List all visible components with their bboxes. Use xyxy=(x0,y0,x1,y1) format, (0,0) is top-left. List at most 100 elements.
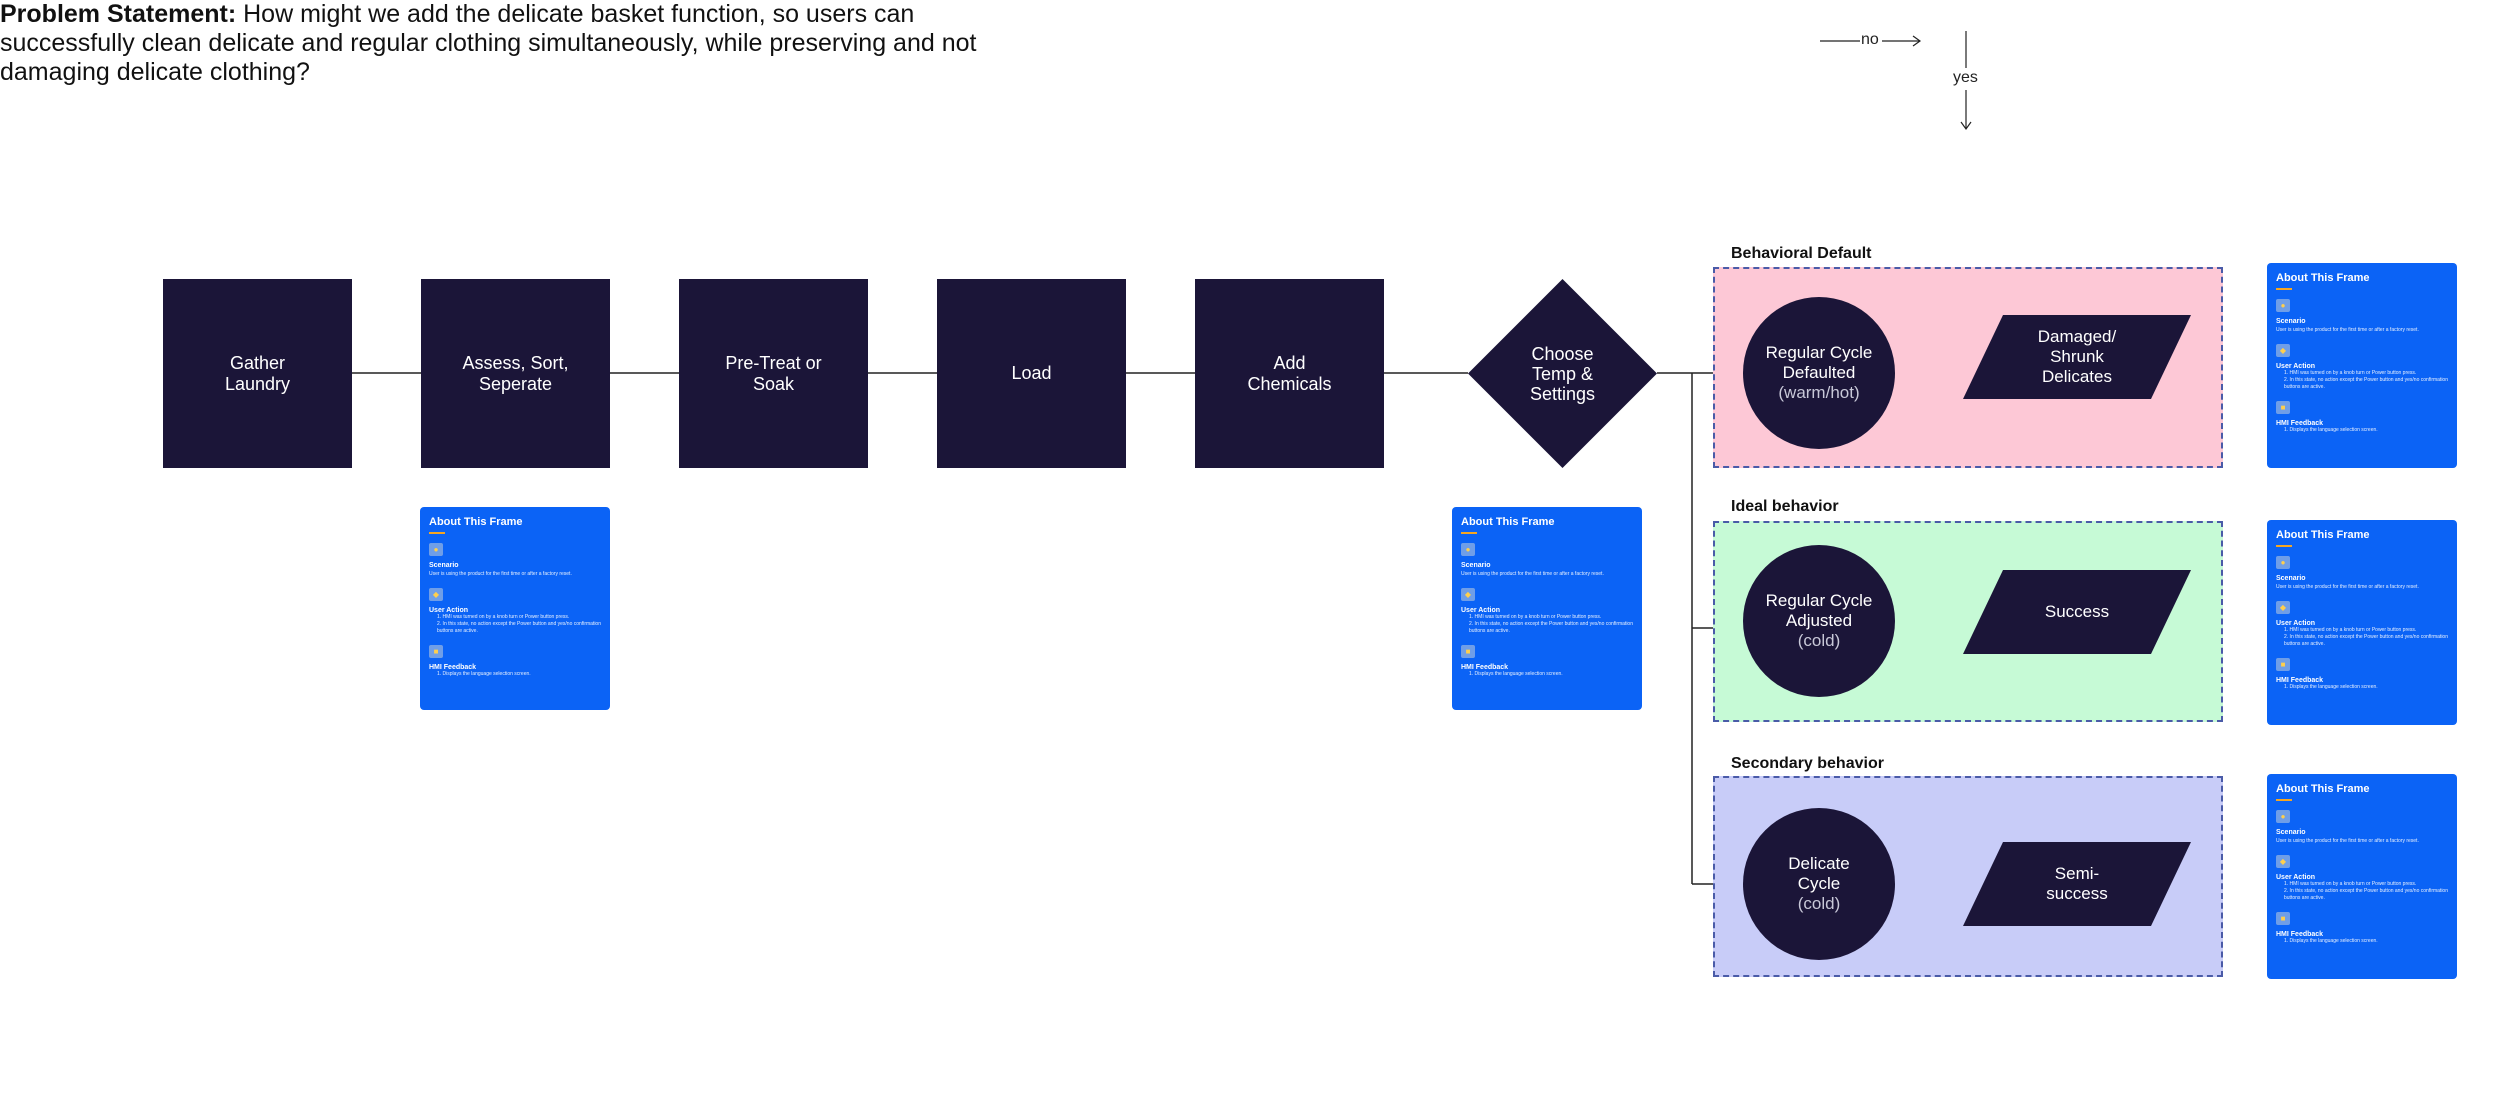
card-scenario-text: User is using the product for the first … xyxy=(1461,571,1604,577)
monitor-icon: ■ xyxy=(2276,912,2290,925)
about-frame-card[interactable]: About This Frame ● Scenario User is usin… xyxy=(420,507,610,710)
node-label-line: Defaulted xyxy=(1782,363,1856,382)
card-action-heading: User Action xyxy=(2276,620,2316,627)
card-action-heading: User Action xyxy=(429,607,469,614)
card-title: About This Frame xyxy=(2276,272,2370,284)
card-feedback-item: 1. Displays the language selection scree… xyxy=(2284,427,2378,433)
card-feedback-item: 1. Displays the language selection scree… xyxy=(1469,671,1563,677)
monitor-icon: ■ xyxy=(1461,645,1475,658)
node-label-line: Regular Cycle xyxy=(1765,343,1873,362)
node-label-line: Regular Cycle xyxy=(1765,591,1873,610)
node-sublabel: (cold) xyxy=(1797,631,1841,650)
card-scenario-text: User is using the product for the first … xyxy=(429,571,572,577)
card-action-item: 1. HMI was turned on by a knob turn or P… xyxy=(2284,881,2417,887)
outcome-semi-success-shape[interactable] xyxy=(1963,842,2191,926)
card-divider xyxy=(1461,532,1477,534)
card-title: About This Frame xyxy=(2276,783,2370,795)
card-action-item: 2. In this state, no action except the P… xyxy=(2284,634,2448,647)
about-frame-card[interactable]: About This Frame ● Scenario User is usin… xyxy=(2267,774,2457,979)
step-add-chemicals[interactable]: Add Chemicals xyxy=(1195,279,1384,468)
card-feedback-item: 1. Displays the language selection scree… xyxy=(2284,938,2378,944)
card-scenario-text: User is using the product for the first … xyxy=(2276,838,2419,844)
node-label-line: Adjusted xyxy=(1785,611,1853,630)
card-title: About This Frame xyxy=(2276,529,2370,541)
card-action-heading: User Action xyxy=(1461,607,1501,614)
card-title: About This Frame xyxy=(1461,516,1555,528)
hand-pointer-icon: ◆ xyxy=(2276,855,2290,868)
hand-pointer-icon: ◆ xyxy=(2276,344,2290,357)
monitor-icon: ■ xyxy=(2276,658,2290,671)
legend-yes-label: yes xyxy=(1953,69,1978,86)
card-action-item: 1. HMI was turned on by a knob turn or P… xyxy=(2284,370,2417,376)
card-action-item: 2. In this state, no action except the P… xyxy=(437,621,601,634)
card-scenario-heading: Scenario xyxy=(2276,318,2306,325)
problem-statement-text: How might we add the delicate basket fun… xyxy=(0,0,977,86)
lightbulb-icon: ● xyxy=(1461,543,1475,556)
step-assess-sort-separate[interactable]: Assess, Sort, Seperate xyxy=(421,279,610,468)
node-regular-cycle-defaulted[interactable]: Regular Cycle Defaulted (warm/hot) xyxy=(1743,297,1895,449)
about-frame-card[interactable]: About This Frame ● Scenario User is usin… xyxy=(1452,507,1642,710)
card-feedback-heading: HMI Feedback xyxy=(2276,420,2324,427)
decision-label: Choose Temp & Settings xyxy=(1529,343,1596,404)
hand-pointer-icon: ◆ xyxy=(429,588,443,601)
step-pre-treat-or-soak[interactable]: Pre-Treat or Soak xyxy=(679,279,868,468)
about-frame-card[interactable]: About This Frame ● Scenario User is usin… xyxy=(2267,520,2457,725)
lane-title-behavioral-default: Behavioral Default xyxy=(1731,245,1872,262)
card-action-item: 1. HMI was turned on by a knob turn or P… xyxy=(2284,627,2417,633)
node-delicate-cycle[interactable]: Delicate Cycle (cold) xyxy=(1743,808,1895,960)
decision-diamond[interactable] xyxy=(1468,279,1657,468)
card-feedback-item: 1. Displays the language selection scree… xyxy=(437,671,531,677)
card-action-heading: User Action xyxy=(2276,363,2316,370)
outcome-semi-success-label: Semi- success xyxy=(2046,864,2108,903)
card-scenario-text: User is using the product for the first … xyxy=(2276,584,2419,590)
card-divider xyxy=(429,532,445,534)
hand-pointer-icon: ◆ xyxy=(1461,588,1475,601)
card-action-heading: User Action xyxy=(2276,874,2316,881)
node-regular-cycle-adjusted[interactable]: Regular Cycle Adjusted (cold) xyxy=(1743,545,1895,697)
step-label: Load xyxy=(1011,363,1052,383)
card-divider xyxy=(2276,288,2292,290)
card-divider xyxy=(2276,545,2292,547)
legend-no-label: no xyxy=(1861,31,1879,48)
lane-title-secondary-behavior: Secondary behavior xyxy=(1731,755,1884,772)
outcome-success-label: Success xyxy=(2044,602,2110,621)
lightbulb-icon: ● xyxy=(2276,810,2290,823)
step-label: Add Chemicals xyxy=(1247,352,1332,394)
card-action-item: 2. In this state, no action except the P… xyxy=(1469,621,1633,634)
card-feedback-heading: HMI Feedback xyxy=(2276,931,2324,938)
card-scenario-heading: Scenario xyxy=(429,562,459,569)
card-action-item: 2. In this state, no action except the P… xyxy=(2284,377,2448,390)
problem-statement-label: Problem Statement: xyxy=(0,0,237,28)
monitor-icon: ■ xyxy=(2276,401,2290,414)
hand-pointer-icon: ◆ xyxy=(2276,601,2290,614)
lightbulb-icon: ● xyxy=(2276,556,2290,569)
step-load[interactable]: Load xyxy=(937,279,1126,468)
card-title: About This Frame xyxy=(429,516,523,528)
card-scenario-heading: Scenario xyxy=(1461,562,1491,569)
node-label-line: Cycle xyxy=(1797,874,1841,893)
lane-title-ideal-behavior: Ideal behavior xyxy=(1731,498,1839,515)
card-feedback-item: 1. Displays the language selection scree… xyxy=(2284,684,2378,690)
card-action-item: 2. In this state, no action except the P… xyxy=(2284,888,2448,901)
card-feedback-heading: HMI Feedback xyxy=(2276,677,2324,684)
node-label-line: Delicate xyxy=(1788,854,1850,873)
step-label: Pre-Treat or Soak xyxy=(725,352,822,394)
problem-statement: Problem Statement: How might we add the … xyxy=(0,0,980,87)
legend-arrows xyxy=(1820,31,1972,131)
card-feedback-heading: HMI Feedback xyxy=(1461,664,1509,671)
card-divider xyxy=(2276,799,2292,801)
card-action-item: 1. HMI was turned on by a knob turn or P… xyxy=(1469,614,1602,620)
card-scenario-heading: Scenario xyxy=(2276,829,2306,836)
step-label: Gather Laundry xyxy=(224,352,291,394)
about-frame-card[interactable]: About This Frame ● Scenario User is usin… xyxy=(2267,263,2457,468)
outcome-success-shape[interactable] xyxy=(1963,570,2191,654)
outcome-damaged-shape[interactable] xyxy=(1963,315,2191,399)
node-sublabel: (cold) xyxy=(1797,894,1841,913)
outcome-damaged-label: Damaged/ Shrunk Delicates xyxy=(2037,327,2117,386)
card-action-item: 1. HMI was turned on by a knob turn or P… xyxy=(437,614,570,620)
lightbulb-icon: ● xyxy=(2276,299,2290,312)
step-label: Assess, Sort, Seperate xyxy=(462,352,569,394)
node-sublabel: (warm/hot) xyxy=(1778,383,1860,402)
step-gather-laundry[interactable]: Gather Laundry xyxy=(163,279,352,468)
lightbulb-icon: ● xyxy=(429,543,443,556)
